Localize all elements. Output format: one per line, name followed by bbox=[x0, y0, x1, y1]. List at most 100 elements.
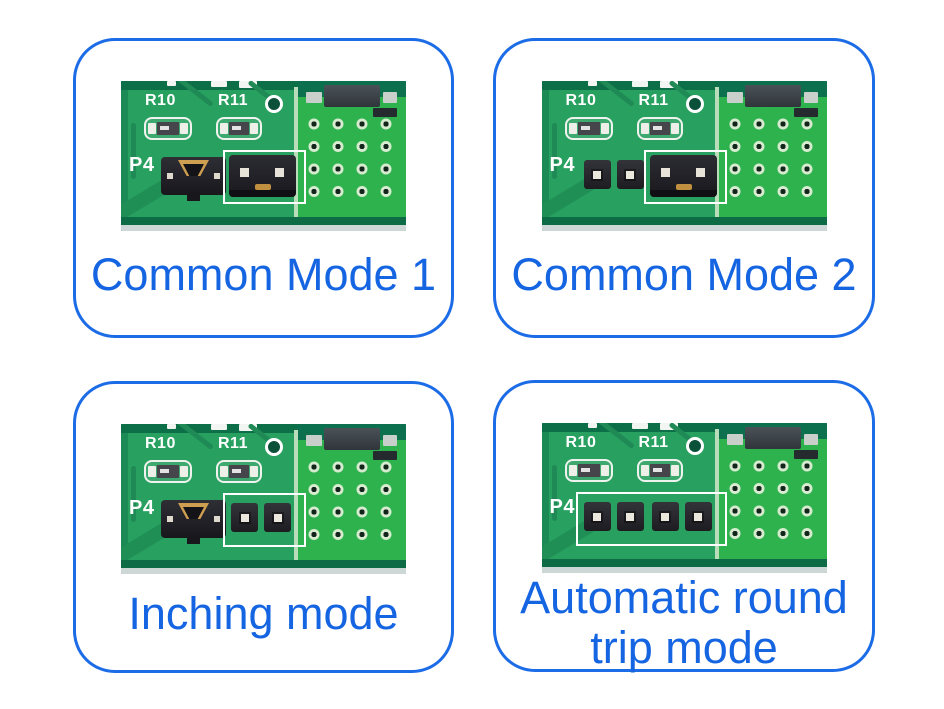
mode-card-common-mode-2: R10 R11 P4 Common Mode 2 bbox=[493, 38, 875, 338]
perfboard-holes bbox=[722, 113, 819, 203]
pcb-board-edge bbox=[541, 567, 827, 573]
silkscreen-r11: R11 bbox=[638, 92, 669, 109]
silkscreen-p4: P4 bbox=[549, 154, 575, 176]
resistor-r11 bbox=[216, 117, 262, 140]
silkscreen-r11: R11 bbox=[638, 434, 669, 451]
resistor-r10 bbox=[564, 459, 613, 482]
mode-label: Common Mode 2 bbox=[511, 248, 857, 300]
gold-contact bbox=[675, 184, 692, 190]
component-pad bbox=[306, 92, 322, 103]
pcb-photo: R10 R11 P4 bbox=[541, 423, 827, 573]
mode-label: Inching mode bbox=[128, 587, 399, 639]
silkscreen-r11: R11 bbox=[218, 435, 248, 452]
pcb-top-band bbox=[541, 81, 827, 90]
pcb-bottom-band bbox=[541, 559, 827, 567]
resistor-r11 bbox=[216, 460, 262, 483]
smd-component-small bbox=[373, 451, 397, 460]
copper-trace bbox=[551, 123, 557, 179]
smd-component bbox=[324, 85, 380, 107]
perfboard-holes bbox=[302, 113, 398, 203]
solder-pad bbox=[167, 81, 176, 86]
smd-component-small bbox=[793, 450, 818, 459]
pcb-bottom-band bbox=[121, 560, 406, 568]
component-pad bbox=[803, 92, 818, 103]
pcb-edge-shadow bbox=[121, 81, 128, 231]
pcb-bottom-band bbox=[121, 217, 406, 225]
pin-reflection bbox=[214, 173, 220, 179]
perfboard-module bbox=[298, 440, 406, 564]
pcb-top-band bbox=[541, 423, 827, 432]
mode-card-automatic-round-trip: R10 R11 P4 Automatic round trip mode bbox=[493, 380, 875, 673]
highlight-box bbox=[643, 150, 727, 204]
silkscreen-r10: R10 bbox=[565, 92, 597, 109]
header-pin-2 bbox=[616, 160, 644, 189]
copper-trace bbox=[131, 466, 136, 522]
component-pad bbox=[383, 92, 397, 103]
pin-top bbox=[275, 168, 284, 177]
copper-trace bbox=[131, 123, 136, 179]
perfboard-holes bbox=[302, 456, 398, 546]
header-pin-4 bbox=[264, 503, 291, 532]
pcb-photo: R10 R11 P4 bbox=[541, 81, 827, 231]
resistor-r10 bbox=[144, 117, 192, 140]
solder-pad bbox=[167, 424, 176, 429]
jumper-header-p4 bbox=[582, 150, 727, 204]
pcb-board-edge bbox=[121, 225, 406, 231]
perfboard-module bbox=[718, 439, 827, 563]
header-pin-4 bbox=[684, 502, 712, 531]
gold-contact bbox=[178, 503, 209, 519]
cap-tab bbox=[187, 193, 200, 201]
jumper-header-p4 bbox=[161, 493, 306, 547]
solder-pad bbox=[587, 81, 597, 86]
via bbox=[685, 437, 704, 455]
silkscreen-r10: R10 bbox=[565, 434, 597, 451]
component-pad bbox=[383, 435, 397, 446]
resistor-r11 bbox=[636, 117, 683, 140]
smd-component-small bbox=[373, 108, 397, 117]
jumper-cap-pins-1-2 bbox=[161, 500, 226, 544]
via bbox=[685, 95, 704, 113]
mode-label: Automatic round trip mode bbox=[520, 572, 848, 674]
highlight-box bbox=[223, 150, 306, 204]
header-pin-2 bbox=[616, 502, 644, 531]
highlight-box bbox=[575, 492, 727, 546]
component-pad bbox=[726, 92, 743, 103]
pcb-photo: R10 R11 P4 bbox=[121, 424, 406, 574]
component-pad bbox=[306, 435, 322, 446]
cap-tab bbox=[187, 536, 200, 544]
jumper-cap-pins-3-4 bbox=[229, 155, 296, 197]
header-pin-1 bbox=[583, 502, 611, 531]
module-edge bbox=[294, 430, 298, 564]
pin-reflection bbox=[167, 516, 173, 522]
jumper-header-p4 bbox=[161, 150, 306, 204]
pcb-photo: R10 R11 P4 bbox=[121, 81, 406, 231]
pcb-edge-shadow bbox=[541, 423, 549, 573]
solder-pad bbox=[587, 423, 597, 428]
via bbox=[265, 95, 283, 113]
jumper-cap-pins-1-2 bbox=[161, 157, 226, 201]
pin-top bbox=[660, 168, 670, 177]
component-pad bbox=[726, 434, 743, 445]
module-edge bbox=[714, 87, 719, 221]
smd-component-small bbox=[793, 108, 818, 117]
smd-component bbox=[744, 427, 801, 449]
perfboard-holes bbox=[722, 455, 819, 545]
module-edge bbox=[714, 429, 719, 563]
solder-pad bbox=[659, 81, 678, 88]
pin-reflection bbox=[214, 516, 220, 522]
component-pad bbox=[803, 434, 818, 445]
smd-component bbox=[324, 428, 380, 450]
highlight-box bbox=[223, 493, 306, 547]
pin-top bbox=[240, 168, 249, 177]
mode-card-inching-mode: R10 R11 P4 Inching mode bbox=[73, 381, 454, 673]
perfboard-module bbox=[718, 97, 827, 221]
pcb-edge-shadow bbox=[541, 81, 549, 231]
smd-component bbox=[744, 85, 801, 107]
pcb-board-edge bbox=[121, 568, 406, 574]
silkscreen-p4: P4 bbox=[129, 154, 155, 176]
mode-card-common-mode-1: R10 R11 P4 bbox=[73, 38, 454, 338]
pcb-edge-shadow bbox=[121, 424, 128, 574]
solder-pad bbox=[211, 81, 227, 87]
gold-contact bbox=[255, 184, 271, 190]
pcb-bottom-band bbox=[541, 217, 827, 225]
